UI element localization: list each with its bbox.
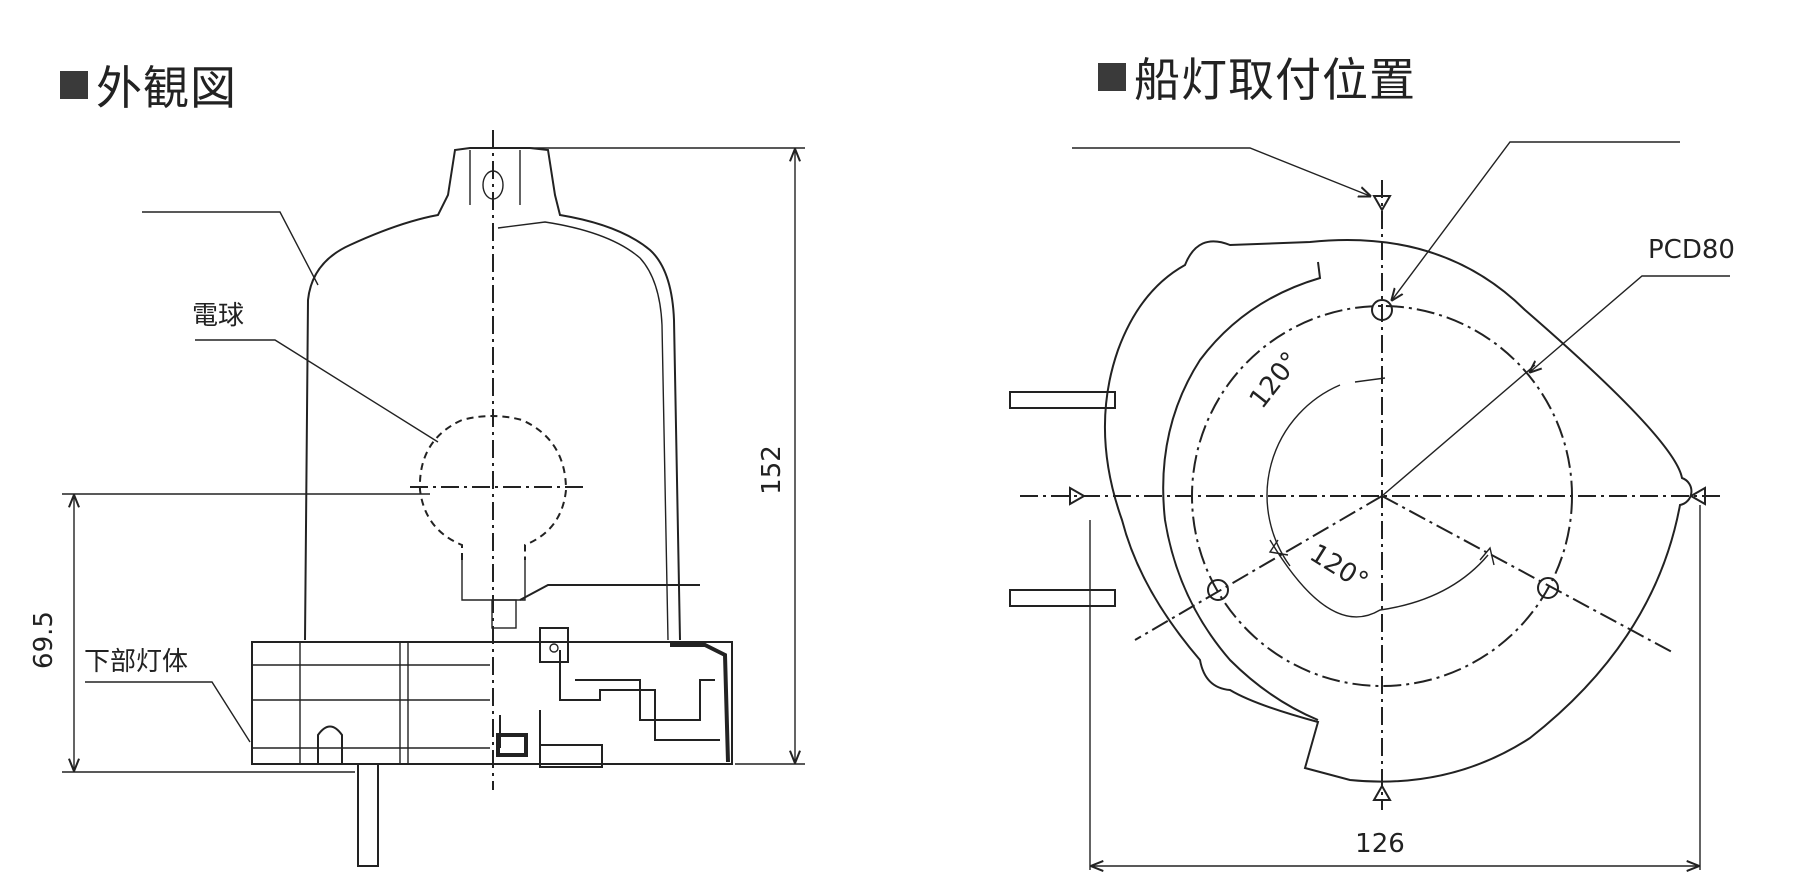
index-mark-leader bbox=[1072, 147, 1370, 196]
angle-arc-left-arrow bbox=[1268, 539, 1289, 556]
angle-arc-left bbox=[1266, 384, 1341, 567]
mounting-hole-top bbox=[1371, 299, 1393, 321]
mounting-hole-leader bbox=[1392, 141, 1680, 300]
exterior-view-title: 外観図 bbox=[60, 52, 237, 118]
cable bbox=[357, 764, 379, 867]
angle-label-bottom: 120° bbox=[1304, 538, 1373, 597]
globe-leader bbox=[142, 211, 319, 286]
top-mount-ridge bbox=[469, 150, 521, 205]
base-outer-outline bbox=[1104, 239, 1693, 783]
index-mark-right bbox=[1688, 486, 1706, 506]
terminal bbox=[539, 627, 569, 663]
radial-line-right bbox=[1381, 495, 1673, 653]
dim-152-label: 152 bbox=[757, 445, 787, 495]
mounting-position-title-text: 船灯取付位置 bbox=[1134, 53, 1416, 107]
pcd-leader bbox=[1530, 275, 1730, 372]
mounting-view-drawing bbox=[1009, 141, 1730, 870]
mounting-hole-left bbox=[1207, 579, 1229, 601]
globe-inner-wall bbox=[497, 221, 669, 641]
angle-arc-top-arrow bbox=[1354, 377, 1386, 383]
index-mark-bottom bbox=[1372, 783, 1392, 801]
lower-body-outline bbox=[251, 641, 733, 765]
bulb-leader bbox=[195, 339, 439, 443]
square-bullet-icon bbox=[1098, 63, 1126, 91]
pcd-label: PCD80 bbox=[1648, 235, 1735, 265]
mount-tab-lower bbox=[1009, 589, 1116, 607]
exterior-view-title-text: 外観図 bbox=[96, 61, 237, 115]
bulb-label: 電球 bbox=[192, 301, 244, 331]
mount-tab-upper bbox=[1009, 391, 1116, 409]
angle-arc-bottom bbox=[1269, 539, 1489, 618]
mounting-hole-right bbox=[1537, 577, 1559, 599]
lower-body bbox=[251, 584, 733, 867]
lower-body-label: 下部灯体 bbox=[84, 647, 188, 677]
base-inner-ring bbox=[1162, 261, 1322, 721]
angle-arc-bottom-arrow bbox=[1479, 546, 1495, 566]
pcd-radius-line bbox=[1381, 364, 1536, 497]
lower-body-leader bbox=[85, 681, 251, 743]
mounting-position-title: 船灯取付位置 bbox=[1098, 44, 1416, 110]
square-bullet-icon bbox=[60, 71, 88, 99]
dim-126-label: 126 bbox=[1355, 829, 1405, 859]
base-clip bbox=[539, 744, 603, 768]
index-mark-top bbox=[1372, 195, 1392, 213]
index-mark-left bbox=[1069, 486, 1087, 506]
bulb-socket bbox=[491, 599, 517, 629]
dim-69-5-label: 69.5 bbox=[29, 611, 59, 669]
exterior-view-drawing bbox=[62, 130, 805, 867]
radial-line-left bbox=[1134, 495, 1383, 641]
lower-body-slot bbox=[317, 725, 343, 764]
screw-block bbox=[496, 733, 528, 757]
